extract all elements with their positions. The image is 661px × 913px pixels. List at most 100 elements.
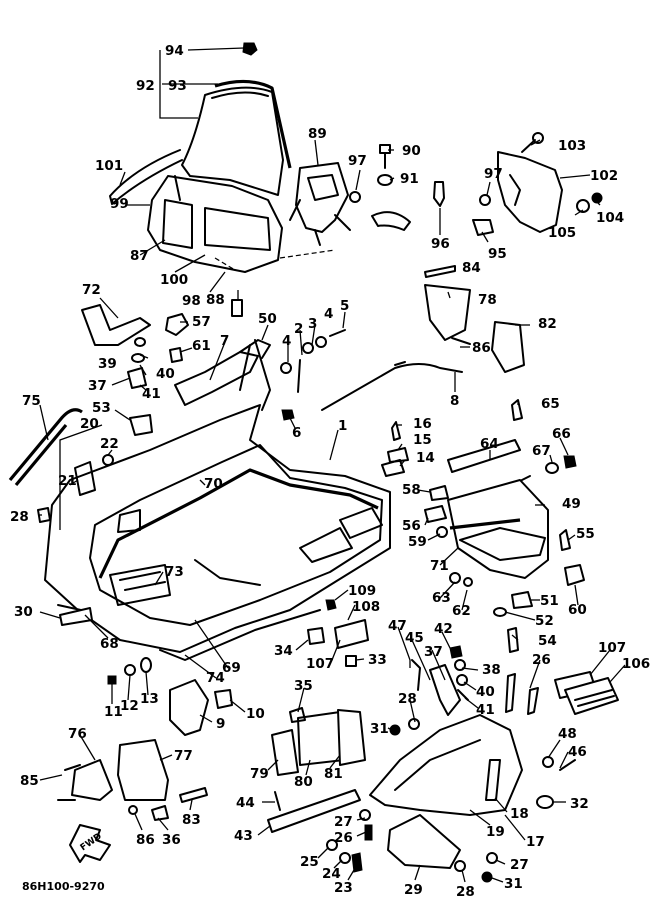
callout-67: 67: [532, 443, 551, 459]
callout-99: 99: [110, 196, 129, 212]
callout-43: 43: [234, 828, 253, 844]
callout-33: 33: [368, 652, 387, 668]
callout-79: 79: [250, 766, 269, 782]
callout-31: 31: [504, 876, 523, 892]
callout-1: 1: [338, 418, 347, 434]
callout-91: 91: [400, 171, 419, 187]
callout-106: 106: [622, 656, 650, 672]
callout-63: 63: [432, 590, 451, 606]
callout-70: 70: [204, 476, 223, 492]
callout-61: 61: [192, 338, 211, 354]
right-panel: [447, 475, 585, 617]
main-hood: [44, 404, 391, 661]
callout-93: 93: [168, 78, 187, 94]
callout-78: 78: [478, 292, 497, 308]
callout-94: 94: [165, 43, 184, 59]
callout-56: 56: [402, 518, 421, 534]
callout-48: 48: [558, 726, 577, 742]
callout-80: 80: [294, 774, 313, 790]
callout-97: 97: [348, 153, 367, 169]
callout-52: 52: [535, 613, 554, 629]
callout-82: 82: [538, 316, 557, 332]
callout-10: 10: [246, 706, 265, 722]
callout-labels: 94 92 93 89 90 97 91 103 97 102 104 105 …: [10, 43, 650, 900]
callout-25: 25: [300, 854, 319, 870]
callout-18: 18: [510, 806, 529, 822]
callout-4: 4: [282, 333, 291, 349]
callout-54: 54: [538, 633, 557, 649]
callout-27: 27: [510, 857, 529, 873]
callout-71: 71: [430, 558, 449, 574]
callout-3: 3: [308, 316, 317, 332]
callout-28: 28: [398, 691, 417, 707]
callout-87: 87: [130, 248, 149, 264]
callout-104: 104: [596, 210, 624, 226]
callout-55: 55: [576, 526, 595, 542]
callout-51: 51: [540, 593, 559, 609]
callout-45: 45: [405, 630, 424, 646]
callout-41: 41: [476, 702, 495, 718]
callout-62: 62: [452, 603, 471, 619]
callout-42: 42: [434, 621, 453, 637]
callout-108: 108: [352, 599, 380, 615]
callout-17: 17: [526, 834, 545, 850]
callout-73: 73: [165, 564, 184, 580]
callout-7: 7: [220, 333, 229, 349]
callout-89: 89: [308, 126, 327, 142]
callout-101: 101: [95, 158, 123, 174]
callout-13: 13: [140, 691, 159, 707]
callout-26: 26: [532, 652, 551, 668]
callout-28: 28: [456, 884, 475, 900]
callout-72: 72: [82, 282, 101, 298]
callout-12: 12: [120, 698, 139, 714]
callout-40: 40: [156, 366, 175, 382]
callout-102: 102: [590, 168, 618, 184]
callout-68: 68: [100, 636, 119, 652]
callout-105: 105: [548, 225, 576, 241]
lower-left-parts: [37, 454, 233, 821]
callout-34: 34: [274, 643, 293, 659]
callout-16: 16: [413, 416, 432, 432]
callout-53: 53: [92, 400, 111, 416]
callout-86: 86: [136, 832, 155, 848]
diagram-code: 86H100-9270: [22, 880, 105, 893]
callout-58: 58: [402, 482, 421, 498]
callout-40: 40: [476, 684, 495, 700]
callout-98: 98: [182, 293, 201, 309]
callout-36: 36: [162, 832, 181, 848]
callout-14: 14: [416, 450, 435, 466]
callout-31: 31: [370, 721, 389, 737]
callout-95: 95: [488, 246, 507, 262]
callout-28: 28: [10, 509, 29, 525]
callout-44: 44: [236, 795, 255, 811]
callout-20: 20: [80, 416, 99, 432]
callout-30: 30: [14, 604, 33, 620]
leader-lines: [38, 47, 626, 883]
callout-37: 37: [88, 378, 107, 394]
callout-96: 96: [431, 236, 450, 252]
callout-46: 46: [568, 744, 587, 760]
callout-59: 59: [408, 534, 427, 550]
callout-27: 27: [334, 814, 353, 830]
callout-9: 9: [216, 716, 225, 732]
callout-103: 103: [558, 138, 586, 154]
callout-100: 100: [160, 272, 188, 288]
callout-76: 76: [68, 726, 87, 742]
callout-90: 90: [402, 143, 421, 159]
callout-41: 41: [142, 386, 161, 402]
callout-23: 23: [334, 880, 353, 896]
callout-85: 85: [20, 773, 39, 789]
callout-15: 15: [413, 432, 432, 448]
callout-97: 97: [484, 166, 503, 182]
callout-66: 66: [552, 426, 571, 442]
callout-83: 83: [182, 812, 201, 828]
callout-11: 11: [104, 704, 123, 720]
callout-5: 5: [340, 298, 349, 314]
callout-4: 4: [324, 306, 333, 322]
callout-77: 77: [174, 748, 193, 764]
callout-37: 37: [424, 644, 443, 660]
mid-assembly: [8, 265, 577, 538]
callout-47: 47: [388, 618, 407, 634]
callout-64: 64: [480, 436, 499, 452]
callout-8: 8: [450, 393, 459, 409]
